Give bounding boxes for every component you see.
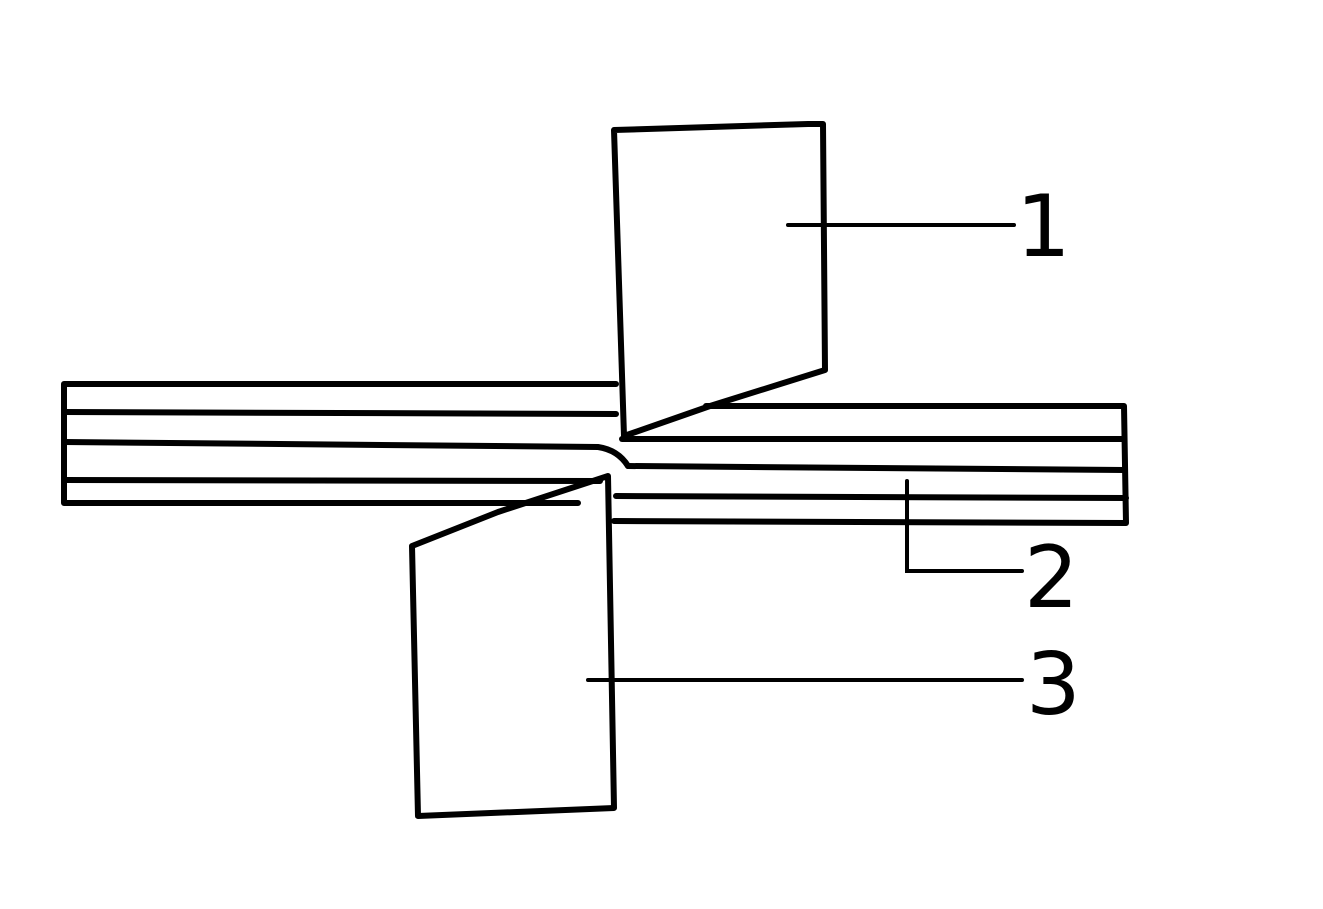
- sheet-right-inner-line-2: [625, 463, 1127, 473]
- sheet-right-inner-line-3: [613, 493, 1129, 501]
- upper-blade: [611, 121, 828, 439]
- sheet-left-inner-line-3: [61, 477, 603, 484]
- sheet-plate: [61, 381, 1129, 526]
- lower-blade: [409, 473, 617, 819]
- sheet-right-outline: [611, 403, 1129, 526]
- leader-line-2: [905, 479, 1024, 573]
- callout-label-1: 1: [1016, 177, 1071, 277]
- callout-label-3: 3: [1026, 635, 1081, 735]
- sheet-left-inner-line-1: [61, 409, 619, 417]
- sheet-left-inner-line-2: [61, 439, 631, 469]
- callout-label-2: 2: [1024, 528, 1079, 628]
